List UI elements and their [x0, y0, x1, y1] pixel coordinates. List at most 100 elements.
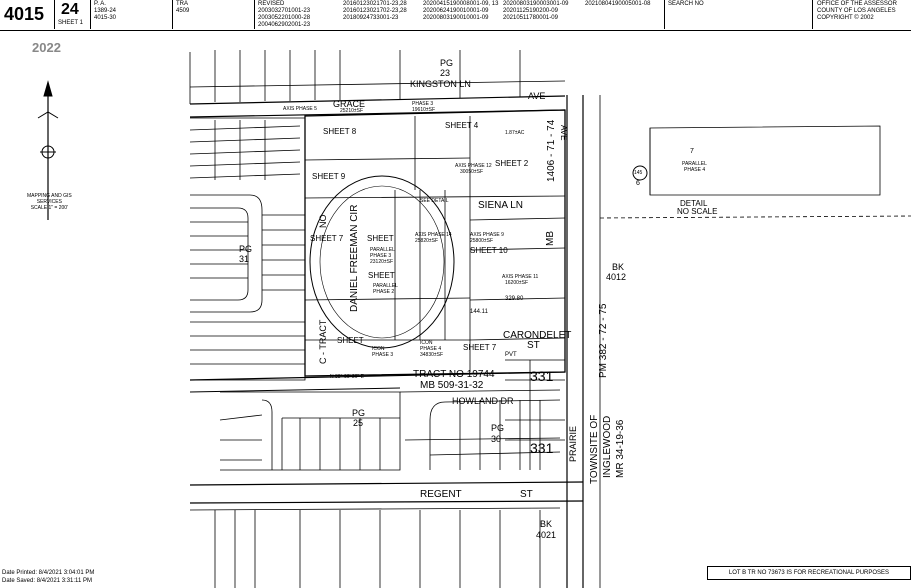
- revised-entry: 20200624190010001-09: [423, 8, 489, 14]
- sheet-label: SHEET: [337, 336, 364, 345]
- parcel-note: PHASE 3: [370, 253, 392, 259]
- pg-label: PG: [440, 58, 454, 68]
- parcel-note: AXIS PHASE 9: [470, 232, 504, 238]
- pa-value: 1389-24: [94, 8, 117, 14]
- street-daniel-freeman-text: DANIEL FREEMAN CIR: [349, 204, 360, 312]
- parcel-note: ICON: [372, 346, 385, 352]
- detail-parcel: 145: [634, 170, 643, 176]
- detail-lot: 7: [690, 148, 694, 155]
- parcel-note: 34830±SF: [420, 352, 444, 358]
- street-regent-st: ST: [520, 489, 533, 500]
- pa-value: 4015-30: [94, 15, 117, 21]
- sheet-2-label: SHEET 2: [495, 159, 529, 168]
- revised-entry: 20210511780001-09: [503, 15, 558, 21]
- pg-label: PG: [491, 423, 505, 433]
- tra-cell: TRA 4509: [173, 0, 255, 29]
- parcel-note: AXIS PHASE 11: [502, 274, 539, 280]
- revised-entry: 20160123021702-23,28: [343, 8, 407, 14]
- pa-label: P. A.: [94, 1, 106, 7]
- sheet-number: SHEET 1: [58, 20, 83, 26]
- pg-label: PG: [239, 244, 253, 254]
- no-label: NO: [318, 214, 328, 229]
- sheet-5-label: SHEET: [367, 234, 394, 243]
- assessor-line: OFFICE OF THE ASSESSOR: [817, 1, 897, 7]
- assessor-line: COUNTY OF LOS ANGELES: [817, 8, 896, 14]
- revised-entry: 2003052201000-28: [258, 15, 311, 21]
- mr-34-label: MR 34-19-36: [615, 419, 626, 478]
- street-howland: HOWLAND DR: [452, 396, 514, 406]
- page-number: 24: [61, 1, 79, 18]
- pg-number: 30: [491, 434, 502, 444]
- detail-parcel: 6: [636, 180, 640, 187]
- sheet-7b-label: SHEET 7: [463, 343, 497, 352]
- parcel-note: 25210±SF: [340, 108, 364, 114]
- parcel-331: 331: [530, 440, 554, 456]
- parcel-note: 25820±SF: [415, 238, 439, 244]
- no-scale-label: NO SCALE: [677, 207, 718, 216]
- revised-entry: 20200803190003001-09: [503, 1, 569, 7]
- parcel-note: PHASE 2: [373, 289, 395, 295]
- pg-label: PG: [352, 408, 366, 418]
- street-grace: GRACE: [333, 99, 366, 109]
- detail-marker-icon: [632, 165, 648, 181]
- detail-note: PHASE 4: [684, 167, 706, 173]
- mb-label: MB: [545, 231, 556, 246]
- parcel-note: PARALLEL: [370, 247, 395, 253]
- pg-number: 23: [440, 68, 451, 78]
- parcel-note: PHASE 3: [372, 352, 394, 358]
- street-carondelet: CARONDELET: [503, 330, 572, 341]
- dimension-label: 329.80: [505, 296, 524, 302]
- bk-label: BK: [540, 519, 553, 529]
- bk-label: BK: [612, 262, 625, 272]
- parcel-note: SEE DETAIL: [420, 198, 449, 204]
- revised-entry: 2004062902001-23: [258, 22, 311, 28]
- parcel-note: 25800±SF: [470, 238, 494, 244]
- parcel-note: 19610±SF: [412, 107, 436, 113]
- inglewood-label: INGLEWOOD: [602, 415, 613, 478]
- parcel-note: 16200±SF: [505, 280, 529, 286]
- revised-entry: 20180924733001-23: [343, 15, 399, 21]
- scale-line: MAPPING AND GIS: [27, 193, 72, 199]
- pg-number: 31: [239, 254, 250, 264]
- bearing-label: N 88° 00' 36" E: [330, 374, 364, 380]
- detail-label: DETAIL: [680, 199, 708, 208]
- revised-entry: 20200415190008001-09, 13: [423, 1, 499, 7]
- c-tract-label: C - TRACT: [318, 319, 328, 364]
- street-siena: SIENA LN: [478, 200, 524, 211]
- sheet-9-label: SHEET 9: [312, 172, 346, 181]
- sheet-7a-label: SHEET 7: [310, 234, 344, 243]
- pm-382-label: PM 382 - 72 - 75: [598, 303, 609, 378]
- street-ave-east: AVE: [559, 125, 568, 141]
- revised-label: REVISED: [258, 1, 285, 7]
- parcel-note: 1.87±AC: [505, 130, 525, 136]
- pg-number: 25: [353, 418, 364, 428]
- parcel-note: AXIS PHASE 14: [415, 232, 452, 238]
- tra-label: TRA: [176, 1, 188, 7]
- parcel-note: AXIS PHASE 5: [283, 106, 317, 112]
- detail-note: PARALLEL: [682, 161, 707, 167]
- search-label: SEARCH NO: [668, 1, 704, 7]
- revised-entry: 20201125190200-09: [503, 8, 558, 14]
- street-regent: REGENT: [420, 489, 462, 500]
- parcel-331: 331: [530, 368, 554, 384]
- search-cell: SEARCH NO: [665, 0, 813, 29]
- dimension-label: 144.11: [470, 309, 488, 315]
- date-printed: Date Printed: 8/4/2021 3:04:01 PM: [2, 570, 95, 576]
- revised-cell: REVISED 2003032701001-23 2003052201000-2…: [255, 0, 665, 29]
- parcel-note: PVT: [505, 352, 517, 358]
- sheet-4-label: SHEET 4: [445, 121, 479, 130]
- lot-b-note: LOT B TR NO 73673 IS FOR RECREATIONAL PU…: [707, 566, 911, 580]
- assessor-cell: OFFICE OF THE ASSESSOR COUNTY OF LOS ANG…: [813, 0, 911, 29]
- bk-number: 4021: [536, 530, 557, 540]
- mb-1406-label: 1406 - 71 - 74: [546, 119, 557, 182]
- bk-number: 4012: [606, 272, 627, 282]
- parcel-note: PARALLEL: [373, 283, 398, 289]
- north-arrow-icon: [37, 80, 59, 220]
- year-label: 2022: [32, 40, 61, 55]
- townsite-label: TOWNSITE OF: [589, 414, 600, 484]
- revised-entry: 2003032701001-23: [258, 8, 311, 14]
- street-kingston: KINGSTON LN: [410, 79, 471, 89]
- book-cell: 4015: [0, 0, 55, 29]
- parcel-note: 23120±SF: [370, 259, 394, 265]
